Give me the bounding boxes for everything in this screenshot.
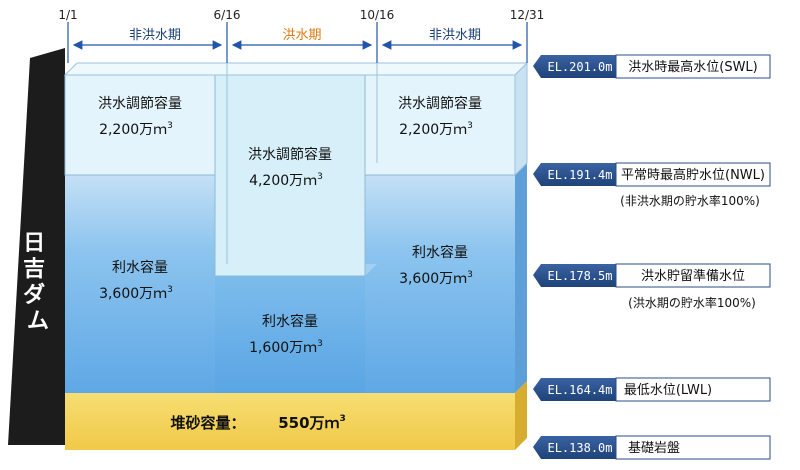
water-use-label: 利水容量: [262, 313, 318, 330]
elevation-marker-swl: EL.201.0m 洪水時最高水位(SWL): [533, 54, 771, 79]
elevation-value: EL.191.4m: [547, 168, 612, 182]
period-label-flood: 洪水期: [282, 28, 321, 43]
date-label: 12/31: [510, 8, 545, 22]
date-label: 1/1: [58, 8, 77, 22]
elevation-value: EL.178.5m: [547, 269, 612, 283]
flood-control-label: 洪水調節容量: [398, 95, 482, 112]
flood-control-label: 洪水調節容量: [98, 95, 182, 112]
flood-control-side-face: [514, 61, 528, 177]
water-use-value: 3,600万ｍ3: [99, 285, 173, 302]
elevation-marker-lwl: EL.164.4m 最低水位(LWL): [533, 377, 771, 402]
water-use-side-face: [515, 163, 527, 393]
flood-control-label: 洪水調節容量: [248, 146, 332, 163]
sediment-value: 550万ｍ3: [278, 414, 346, 432]
water-use-value: 3,600万ｍ3: [399, 270, 473, 287]
period-label-non-flood: 非洪水期: [429, 28, 481, 43]
elevation-label: 基礎岩盤: [628, 441, 680, 456]
dam-name: 日 吉 ダ ム: [23, 231, 53, 334]
sediment-label: 堆砂容量：: [170, 414, 245, 432]
elevation-value: EL.164.4m: [547, 383, 612, 397]
flood-control-block-right: [364, 74, 516, 176]
elevation-note: (非洪水期の貯水率100%): [620, 193, 760, 208]
flood-control-value: 2,200万ｍ3: [99, 121, 173, 138]
water-use-block-mid: [215, 276, 365, 393]
elevation-value: EL.201.0m: [547, 60, 612, 74]
elevation-marker-nwl: EL.191.4m 平常時最高貯水位(NWL) (非洪水期の貯水率100%): [533, 162, 771, 208]
water-use-block-left: [65, 175, 215, 393]
water-use-block-right: [365, 175, 515, 393]
sediment-capacity-block: [65, 393, 515, 450]
elevation-label: 洪水貯留準備水位: [641, 268, 745, 284]
flood-control-value: 4,200万ｍ3: [249, 172, 323, 189]
flood-control-top-face: [63, 62, 529, 76]
flood-control-value: 2,200万ｍ3: [399, 121, 473, 138]
dam-body: [8, 48, 65, 445]
date-label: 6/16: [214, 8, 241, 22]
elevation-note: (洪水期の貯水率100%): [628, 295, 756, 310]
elevation-label: 最低水位(LWL): [624, 383, 712, 398]
water-use-value: 1,600万ｍ3: [249, 339, 323, 356]
period-label-non-flood: 非洪水期: [129, 28, 181, 43]
elevation-marker-flood-storage: EL.178.5m 洪水貯留準備水位 (洪水期の貯水率100%): [533, 263, 771, 310]
elevation-label: 洪水時最高水位(SWL): [628, 59, 758, 75]
sediment-side-face: [515, 381, 527, 450]
water-use-label: 利水容量: [412, 244, 468, 261]
elevation-value: EL.138.0m: [547, 441, 612, 455]
elevation-marker-bedrock: EL.138.0m 基礎岩盤: [533, 435, 771, 460]
elevation-label: 平常時最高貯水位(NWL): [621, 167, 765, 183]
water-use-label: 利水容量: [112, 259, 168, 276]
date-label: 10/16: [360, 8, 395, 22]
